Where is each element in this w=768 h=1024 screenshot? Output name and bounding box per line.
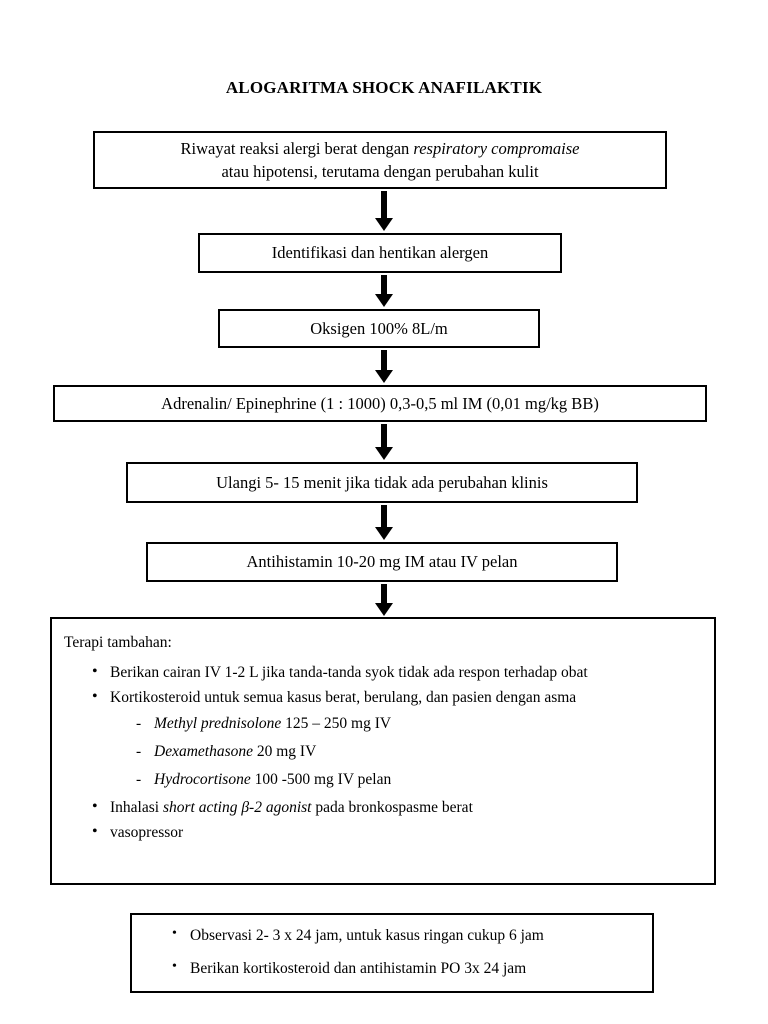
drug-name: Hydrocortisone [154,771,251,789]
arrow-down-icon [373,584,395,616]
flow-node-text: Oksigen 100% 8L/m [310,318,448,338]
drug-dose: 125 – 250 mg IV [285,715,392,733]
list-item: Hydrocortisone 100 -500 mg IV pelan [136,768,686,792]
list-item: Methyl prednisolone 125 – 250 mg IV [136,712,686,736]
flow-node-adrenalin-epinephrine: Adrenalin/ Epinephrine (1 : 1000) 0,3-0,… [53,385,707,422]
list-item: vasopressor [92,820,692,845]
arrow-head [375,527,393,540]
flow-node-ulangi-5-15-menit: Ulangi 5- 15 menit jika tidak ada peruba… [126,462,638,503]
arrow-stem [381,505,387,527]
drug-dose: 20 mg IV [256,743,317,761]
list-item: Inhalasi short acting β-2 agonist pada b… [92,795,692,820]
bullet-text-post: pada bronkospasme berat [311,799,473,817]
arrow-down-icon [373,350,395,383]
list-item: Berikan cairan IV 1-2 L jika tanda-tanda… [92,660,692,685]
arrow-head [375,218,393,231]
list-item: Kortikosteroid untuk semua kasus berat, … [92,685,692,792]
arrow-stem [381,275,387,294]
therapy-bullet-list: Berikan cairan IV 1-2 L jika tanda-tanda… [64,660,692,845]
flow-node-antihistamin: Antihistamin 10-20 mg IM atau IV pelan [146,542,618,582]
arrow-down-icon [373,505,395,540]
therapy-bullet-text: vasopressor [110,824,184,842]
arrow-down-icon [373,275,395,307]
arrow-head [375,603,393,616]
drug-name: Methyl prednisolone [154,715,282,733]
arrow-down-icon [373,191,395,231]
flow-node-oksigen: Oksigen 100% 8L/m [218,309,540,348]
flow-node-terapi-tambahan: Terapi tambahan: Berikan cairan IV 1-2 L… [50,617,716,885]
drug-name: Dexamethasone [154,743,253,761]
observation-bullet-list: Observasi 2- 3 x 24 jam, untuk kasus rin… [142,923,638,981]
list-item: Berikan kortikosteroid dan antihistamin … [172,956,638,980]
flow-node-text: Identifikasi dan hentikan alergen [271,243,489,263]
corticosteroid-sublist: Methyl prednisolone 125 – 250 mg IV Dexa… [110,712,686,792]
flow-node-line: atau hipotensi, terutama dengan perubaha… [221,162,539,181]
arrow-head [375,447,393,460]
list-item: Dexamethasone 20 mg IV [136,740,686,764]
bullet-text-pre: Inhalasi [110,799,163,817]
arrow-down-icon [373,424,395,460]
flow-node-emphasis: respiratory compromaise [413,138,580,158]
flow-node-text: Ulangi 5- 15 menit jika tidak ada peruba… [216,472,548,492]
list-item: Observasi 2- 3 x 24 jam, untuk kasus rin… [172,923,638,947]
therapy-bullet-text: Kortikosteroid untuk semua kasus berat, … [110,689,577,707]
observation-bullet-text: Observasi 2- 3 x 24 jam, untuk kasus rin… [190,927,544,944]
flow-node-identifikasi-alergen: Identifikasi dan hentikan alergen [198,233,562,273]
drug-dose: 100 -500 mg IV pelan [254,771,392,789]
arrow-stem [381,350,387,370]
therapy-bullet-text: Berikan cairan IV 1-2 L jika tanda-tanda… [110,664,588,682]
bullet-text-emphasis: short acting β-2 agonist [162,799,312,817]
arrow-stem [381,584,387,603]
page-title: ALOGARITMA SHOCK ANAFILAKTIK [225,78,543,97]
flow-node-text: Antihistamin 10-20 mg IM atau IV pelan [246,552,518,572]
flow-node-riwayat-reaksi-alergi: Riwayat reaksi alergi berat dengan respi… [93,131,667,189]
therapy-bullet-text: Inhalasi short acting β-2 agonist pada b… [110,796,686,820]
arrow-stem [381,191,387,218]
therapy-heading: Terapi tambahan: [64,634,172,651]
flow-node-line: Riwayat reaksi alergi berat dengan respi… [181,137,580,160]
observation-bullet-text: Berikan kortikosteroid dan antihistamin … [190,960,527,978]
arrow-head [375,370,393,383]
arrow-stem [381,424,387,447]
flow-node-text: Adrenalin/ Epinephrine (1 : 1000) 0,3-0,… [161,393,599,413]
flow-node-observasi: Observasi 2- 3 x 24 jam, untuk kasus rin… [130,913,654,993]
flow-node-text: Riwayat reaksi alergi berat dengan [180,138,414,158]
arrow-head [375,294,393,307]
